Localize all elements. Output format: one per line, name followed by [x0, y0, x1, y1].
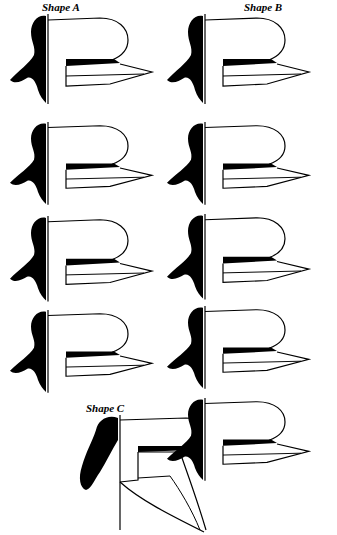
shape-label: Shape A — [42, 1, 80, 13]
shape-label: Shape C — [86, 402, 124, 414]
profile-shape-c — [80, 415, 206, 532]
profile — [10, 14, 309, 481]
shape-label: Shape B — [244, 1, 282, 13]
